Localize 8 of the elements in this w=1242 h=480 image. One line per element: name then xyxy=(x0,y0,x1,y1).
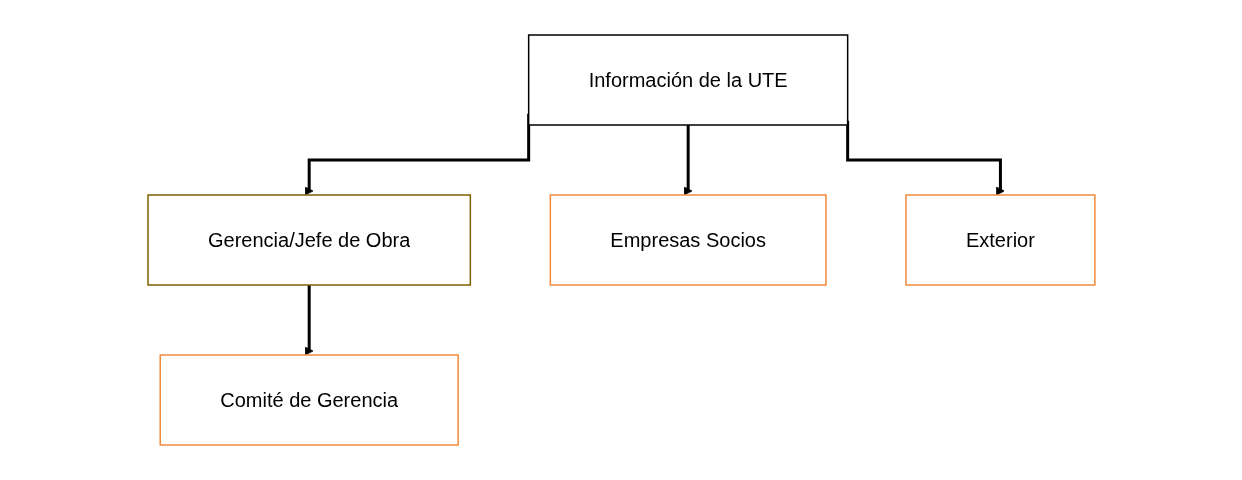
arrow xyxy=(304,285,314,356)
node-box: Gerencia/Jefe de Obra xyxy=(146,194,471,286)
node-box: Información de la UTE xyxy=(527,34,848,126)
arrow xyxy=(845,120,1005,196)
node-box: Comité de Gerencia xyxy=(159,354,459,446)
arrow xyxy=(683,125,693,196)
node-box: Empresas Socios xyxy=(549,194,827,286)
node-box: Exterior xyxy=(904,194,1096,286)
